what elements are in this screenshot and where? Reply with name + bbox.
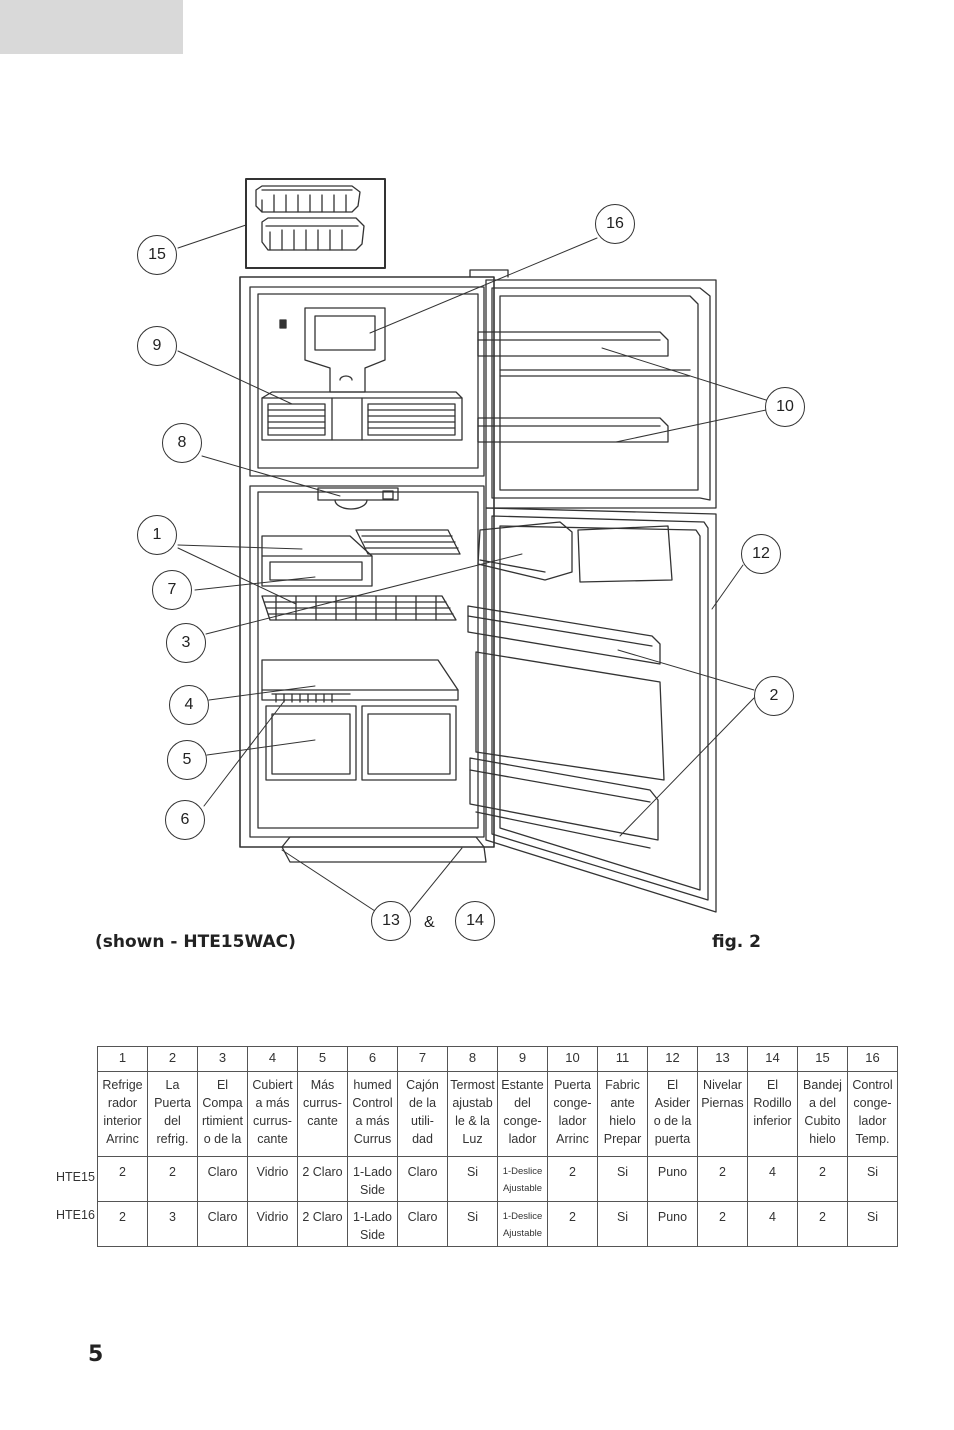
callout-1: 1: [137, 515, 177, 555]
feature-value-cell: Puno: [647, 1201, 698, 1247]
feature-value-cell: Si: [847, 1201, 898, 1247]
feature-value-cell: Vidrio: [247, 1201, 298, 1247]
callout-15: 15: [137, 235, 177, 275]
feature-number-cell: 12: [647, 1046, 698, 1072]
feature-value-cell: 2: [697, 1201, 748, 1247]
feature-value-cell: 4: [747, 1156, 798, 1202]
feature-value-cell: 4: [747, 1201, 798, 1247]
feature-value-cell: 2: [797, 1156, 848, 1202]
feature-value-cell: 2 Claro: [297, 1156, 348, 1202]
feature-value-cell: 2 Claro: [297, 1201, 348, 1247]
feature-value-cell: Claro: [197, 1201, 248, 1247]
callout-3: 3: [166, 623, 206, 663]
feature-number-cell: 3: [197, 1046, 248, 1072]
callout-16: 16: [595, 204, 635, 244]
feature-value-cell: Claro: [397, 1201, 448, 1247]
callout-leader-lines: [177, 224, 767, 914]
refrigerator-diagram: [177, 178, 767, 914]
feature-value-cell: Si: [597, 1201, 648, 1247]
callout-14: 14: [455, 901, 495, 941]
feature-value-cell: Si: [447, 1156, 498, 1202]
freezer-door: [477, 279, 717, 509]
callout-12: 12: [741, 534, 781, 574]
model-row-label: HTE16: [56, 1208, 95, 1222]
feature-number-cell: 14: [747, 1046, 798, 1072]
feature-number-cell: 6: [347, 1046, 398, 1072]
feature-number-cell: 10: [547, 1046, 598, 1072]
feature-value-cell: Claro: [197, 1156, 248, 1202]
ice-tray-inset: [245, 178, 386, 269]
feature-value-cell: 2: [797, 1201, 848, 1247]
callout-10: 10: [765, 387, 805, 427]
feature-value-cell: Puno: [647, 1156, 698, 1202]
callout-8: 8: [162, 423, 202, 463]
feature-value-cell: 2: [697, 1156, 748, 1202]
model-shown-caption: (shown - HTE15WAC): [95, 932, 296, 952]
feature-value-cell: 2: [547, 1201, 598, 1247]
feature-value-cell: 3: [147, 1201, 198, 1247]
feature-number-cell: 15: [797, 1046, 848, 1072]
feature-number-cell: 11: [597, 1046, 648, 1072]
feature-value-cell: 2: [547, 1156, 598, 1202]
feature-value-cell: Si: [447, 1201, 498, 1247]
feature-number-cell: 7: [397, 1046, 448, 1072]
header-tab-block: [0, 0, 183, 54]
feature-number-cell: 8: [447, 1046, 498, 1072]
callout-4: 4: [169, 685, 209, 725]
feature-value-cell: Si: [597, 1156, 648, 1202]
refrigerator-cabinet: [239, 269, 509, 863]
feature-number-cell: 9: [497, 1046, 548, 1072]
callout-6: 6: [165, 800, 205, 840]
callout-5: 5: [167, 740, 207, 780]
callout-13: 13: [371, 901, 411, 941]
feature-value-cell: 2: [147, 1156, 198, 1202]
model-row-label: HTE15: [56, 1170, 95, 1184]
feature-number-cell: 2: [147, 1046, 198, 1072]
callout-7: 7: [152, 570, 192, 610]
refrigerator-door: [467, 507, 717, 913]
feature-number-cell: 1: [97, 1046, 148, 1072]
feature-number-cell: 16: [847, 1046, 898, 1072]
feature-number-cell: 4: [247, 1046, 298, 1072]
feature-value-cell: Si: [847, 1156, 898, 1202]
feature-value-cell: 2: [97, 1156, 148, 1202]
feature-number-cell: 5: [297, 1046, 348, 1072]
feature-value-cell: Vidrio: [247, 1156, 298, 1202]
callout-9: 9: [137, 326, 177, 366]
feature-value-cell: 2: [97, 1201, 148, 1247]
figure-caption: fig. 2: [712, 932, 761, 952]
feature-number-cell: 13: [697, 1046, 748, 1072]
callout-2: 2: [754, 676, 794, 716]
ampersand-label: &: [424, 914, 435, 931]
page-number: 5: [88, 1342, 104, 1367]
feature-value-cell: Claro: [397, 1156, 448, 1202]
